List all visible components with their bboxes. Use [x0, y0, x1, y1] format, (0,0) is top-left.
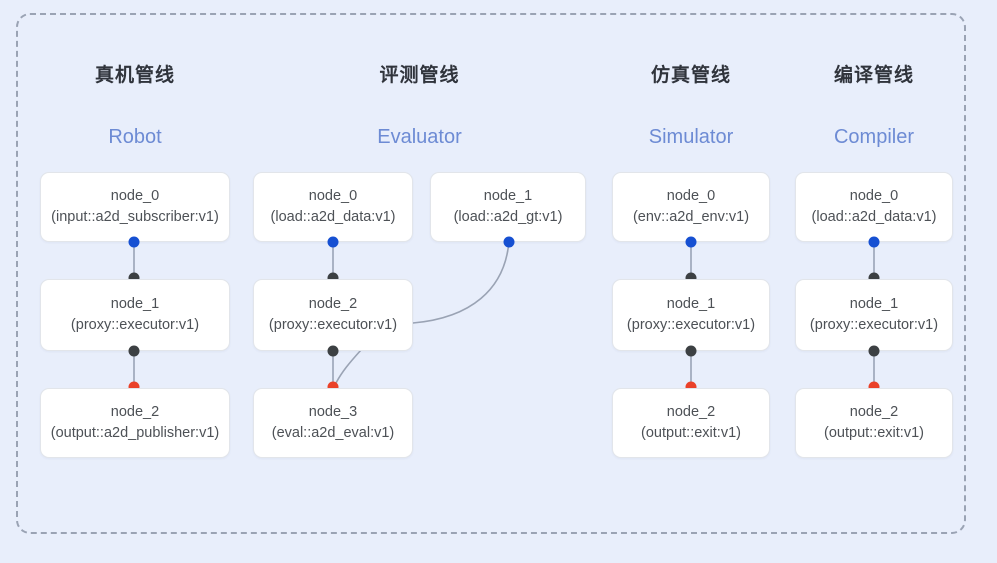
column-title-cn-simulator: 仿真管线	[650, 65, 731, 86]
node-robot-2[interactable]: node_2 (output::a2d_publisher:v1)	[40, 388, 230, 458]
column-title-cn-robot: 真机管线	[94, 65, 175, 86]
node-name: node_0	[308, 188, 358, 204]
node-name: node_1	[110, 296, 160, 312]
node-simulator-1[interactable]: node_1 (proxy::executor:v1)	[612, 279, 770, 351]
node-simulator-2[interactable]: node_2 (output::exit:v1)	[612, 388, 770, 458]
port-input-evaluator-0[interactable]	[327, 236, 339, 248]
port-output-evaluator-3[interactable]	[327, 381, 339, 393]
node-name: node_1	[849, 296, 899, 312]
port-middle-robot-1-top[interactable]	[128, 272, 140, 284]
port-middle-evaluator-2-top[interactable]	[327, 272, 339, 284]
port-middle-compiler-1-top[interactable]	[868, 272, 880, 284]
node-evaluator-3[interactable]: node_3 (eval::a2d_eval:v1)	[253, 388, 413, 458]
pipeline-container-frame	[16, 13, 966, 534]
node-spec: (output::exit:v1)	[824, 425, 924, 441]
port-input-evaluator-1[interactable]	[503, 236, 515, 248]
port-input-simulator-0[interactable]	[685, 236, 697, 248]
node-spec: (proxy::executor:v1)	[809, 317, 939, 333]
node-name: node_1	[666, 296, 716, 312]
node-robot-1[interactable]: node_1 (proxy::executor:v1)	[40, 279, 230, 351]
port-output-robot-2[interactable]	[128, 381, 140, 393]
node-compiler-1[interactable]: node_1 (proxy::executor:v1)	[795, 279, 953, 351]
node-robot-0[interactable]: node_0 (input::a2d_subscriber:v1)	[40, 172, 230, 242]
port-middle-simulator-1-top[interactable]	[685, 272, 697, 284]
node-spec: (load::a2d_data:v1)	[270, 209, 396, 225]
port-input-robot-0[interactable]	[128, 236, 140, 248]
column-title-en-robot: Robot	[108, 126, 162, 148]
port-middle-compiler-1-bottom[interactable]	[868, 345, 880, 357]
node-spec: (proxy::executor:v1)	[268, 317, 398, 333]
node-name: node_0	[849, 188, 899, 204]
node-simulator-0[interactable]: node_0 (env::a2d_env:v1)	[612, 172, 770, 242]
node-name: node_2	[849, 404, 899, 420]
column-title-cn-evaluator: 评测管线	[379, 65, 460, 86]
column-title-cn-compiler: 编译管线	[833, 65, 914, 86]
node-evaluator-0[interactable]: node_0 (load::a2d_data:v1)	[253, 172, 413, 242]
column-title-en-compiler: Compiler	[833, 126, 915, 148]
port-middle-robot-1-bottom[interactable]	[128, 345, 140, 357]
node-spec: (output::exit:v1)	[641, 425, 741, 441]
node-spec: (output::a2d_publisher:v1)	[50, 425, 220, 441]
node-name: node_2	[110, 404, 160, 420]
node-name: node_2	[308, 296, 358, 312]
column-title-en-evaluator: Evaluator	[377, 126, 462, 148]
node-spec: (eval::a2d_eval:v1)	[271, 425, 395, 441]
node-evaluator-2[interactable]: node_2 (proxy::executor:v1)	[253, 279, 413, 351]
node-evaluator-1[interactable]: node_1 (load::a2d_gt:v1)	[430, 172, 586, 242]
node-name: node_3	[308, 404, 358, 420]
node-name: node_0	[666, 188, 716, 204]
node-spec: (proxy::executor:v1)	[70, 317, 200, 333]
port-output-simulator-2[interactable]	[685, 381, 697, 393]
node-spec: (proxy::executor:v1)	[626, 317, 756, 333]
node-spec: (load::a2d_gt:v1)	[453, 209, 563, 225]
node-compiler-0[interactable]: node_0 (load::a2d_data:v1)	[795, 172, 953, 242]
node-spec: (env::a2d_env:v1)	[632, 209, 750, 225]
port-output-compiler-2[interactable]	[868, 381, 880, 393]
column-title-en-simulator: Simulator	[648, 126, 734, 148]
node-name: node_0	[110, 188, 160, 204]
port-input-compiler-0[interactable]	[868, 236, 880, 248]
node-name: node_1	[483, 188, 533, 204]
node-spec: (load::a2d_data:v1)	[811, 209, 937, 225]
port-middle-simulator-1-bottom[interactable]	[685, 345, 697, 357]
node-spec: (input::a2d_subscriber:v1)	[51, 209, 219, 225]
node-compiler-2[interactable]: node_2 (output::exit:v1)	[795, 388, 953, 458]
port-middle-evaluator-2-bottom[interactable]	[327, 345, 339, 357]
node-name: node_2	[666, 404, 716, 420]
